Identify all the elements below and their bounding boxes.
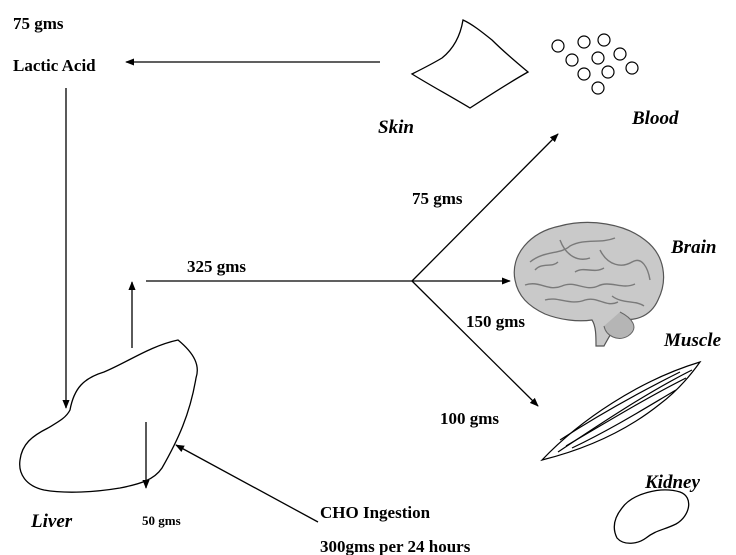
kidney-illustration <box>614 490 688 543</box>
liver-label: Liver <box>31 512 72 531</box>
blood-cells-illustration <box>552 34 638 94</box>
blood-label: Blood <box>632 109 678 128</box>
ingestion-rate: 300gms per 24 hours <box>320 538 470 555</box>
kidney-label: Kidney <box>645 473 700 492</box>
top-amount-label: 75 gms <box>13 15 64 32</box>
skin-illustration <box>412 20 528 108</box>
brain-illustration <box>514 222 663 346</box>
to-blood-amount: 75 gms <box>412 190 463 207</box>
arrow-to-muscle <box>412 281 538 406</box>
muscle-label: Muscle <box>664 331 721 350</box>
liver-output-amount: 325 gms <box>187 258 246 275</box>
brain-label: Brain <box>671 238 716 257</box>
lactic-acid-label: Lactic Acid <box>13 57 96 74</box>
to-muscle-amount: 100 gms <box>440 410 499 427</box>
ingestion-title: CHO Ingestion <box>320 504 430 521</box>
skin-label: Skin <box>378 118 414 137</box>
liver-illustration <box>20 340 198 492</box>
muscle-illustration <box>542 362 700 460</box>
arrow-ingestion-to-liver <box>176 445 318 522</box>
to-brain-amount: 150 gms <box>466 313 525 330</box>
liver-down-amount: 50 gms <box>142 514 181 527</box>
